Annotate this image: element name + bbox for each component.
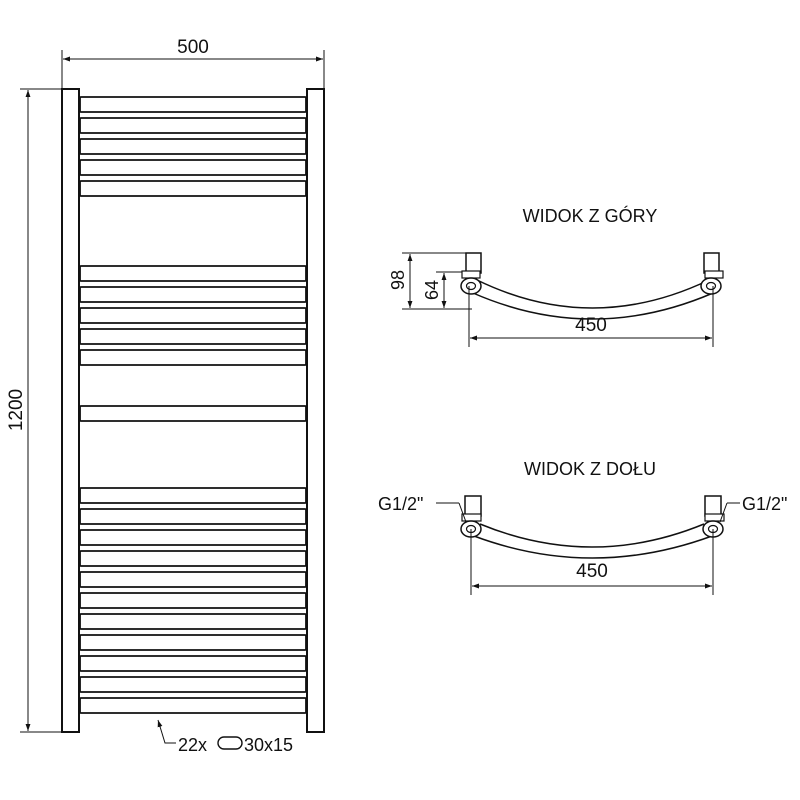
radiator-bar xyxy=(79,159,307,176)
depth-label-64: 64 xyxy=(422,280,442,300)
bar-group xyxy=(79,96,307,714)
bar-size-label: 30x15 xyxy=(244,735,293,755)
bottom-spacing-label: 450 xyxy=(576,561,608,582)
width-dimension: 500 xyxy=(61,37,325,88)
radiator-bar xyxy=(79,487,307,504)
radiator-bar xyxy=(79,117,307,134)
bottom-view-title: WIDOK Z DOŁU xyxy=(524,459,656,479)
radiator-bar xyxy=(79,634,307,651)
radiator-bar xyxy=(79,676,307,693)
top-spacing-dimension: 450 xyxy=(468,286,714,347)
radiator-bar xyxy=(79,265,307,282)
top-spacing-label: 450 xyxy=(575,315,607,336)
radiator-bar xyxy=(79,328,307,345)
radiator-bar xyxy=(79,655,307,672)
depth-dimensions: 98 64 xyxy=(388,252,472,310)
radiator-bar xyxy=(79,550,307,567)
radiator-bar xyxy=(79,529,307,546)
height-dimension: 1200 xyxy=(6,88,61,733)
bottom-view: WIDOK Z DOŁU G1/2" G1/2" xyxy=(378,459,787,595)
thread-label-right: G1/2" xyxy=(742,494,787,514)
height-label: 1200 xyxy=(6,389,27,431)
radiator-bar xyxy=(79,307,307,324)
left-rail xyxy=(61,88,80,733)
front-view: 500 1200 22x 30x15 xyxy=(6,37,325,755)
radiator-bar xyxy=(79,138,307,155)
radiator-bar xyxy=(79,613,307,630)
bar-count-label: 22x xyxy=(178,735,207,755)
oval-profile-icon xyxy=(217,736,243,750)
radiator-bar xyxy=(79,96,307,113)
top-view: WIDOK Z GÓRY 98 64 xyxy=(388,205,724,347)
radiator-bar xyxy=(79,286,307,303)
depth-label-98: 98 xyxy=(388,270,408,290)
right-rail xyxy=(306,88,325,733)
radiator-bar xyxy=(79,592,307,609)
radiator-bar xyxy=(79,180,307,197)
bottom-spacing-dimension: 450 xyxy=(470,529,714,595)
right-bottom-valve xyxy=(702,495,725,538)
right-valve xyxy=(700,252,724,295)
thread-label-left: G1/2" xyxy=(378,494,423,514)
radiator-bar xyxy=(79,508,307,525)
top-view-title: WIDOK Z GÓRY xyxy=(523,205,658,226)
bar-callout: 22x 30x15 xyxy=(157,719,293,755)
radiator-bar xyxy=(79,349,307,366)
radiator-bar xyxy=(79,571,307,588)
radiator-bar xyxy=(79,697,307,714)
width-label: 500 xyxy=(177,37,209,58)
left-valve xyxy=(460,252,482,295)
radiator-bar xyxy=(79,405,307,422)
